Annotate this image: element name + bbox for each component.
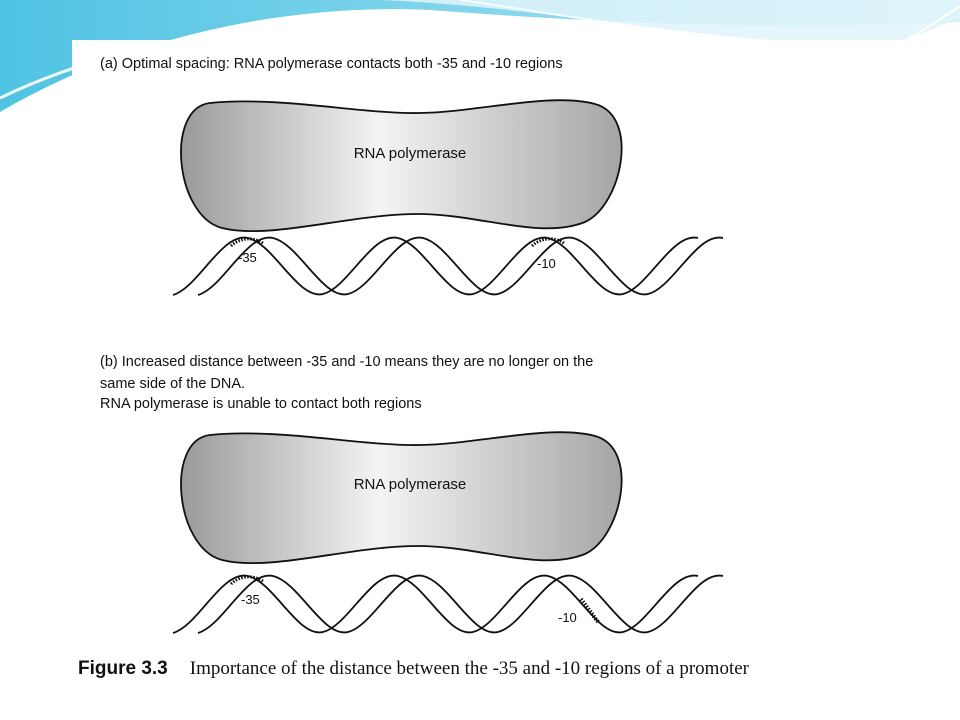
panel-b-caption-line-1: (b) Increased distance between -35 and -…: [100, 354, 594, 370]
panel-b: RNA polymerase -35 -10: [172, 431, 724, 634]
minus35-label-a: -35: [238, 250, 257, 265]
panel-a: RNA polymerase -35 -10: [172, 99, 724, 296]
dna-strand-1-a: [172, 236, 699, 296]
rna-polymerase-label-b: RNA polymerase: [354, 476, 467, 493]
figure-caption: Figure 3.3 Importance of the distance bet…: [78, 658, 749, 680]
dna-strand-2-b: [197, 574, 724, 634]
minus10-region-marker-b: [579, 597, 600, 624]
minus10-label-b: -10: [558, 610, 577, 625]
rna-polymerase-shape-a: [180, 99, 623, 233]
rna-polymerase-label-a: RNA polymerase: [354, 145, 467, 162]
panel-a-caption: (a) Optimal spacing: RNA polymerase cont…: [100, 56, 563, 72]
figure-number: Figure 3.3: [78, 658, 168, 679]
minus35-label-b: -35: [241, 592, 260, 607]
panel-b-caption-line-3: RNA polymerase is unable to contact both…: [100, 396, 422, 412]
panel-b-caption-line-2: same side of the DNA.: [100, 376, 246, 392]
rna-polymerase-shape-b: [180, 431, 623, 565]
minus10-label-a: -10: [537, 256, 556, 271]
figure-caption-text: Importance of the distance between the -…: [189, 658, 749, 679]
dna-strand-2-a: [197, 236, 724, 296]
